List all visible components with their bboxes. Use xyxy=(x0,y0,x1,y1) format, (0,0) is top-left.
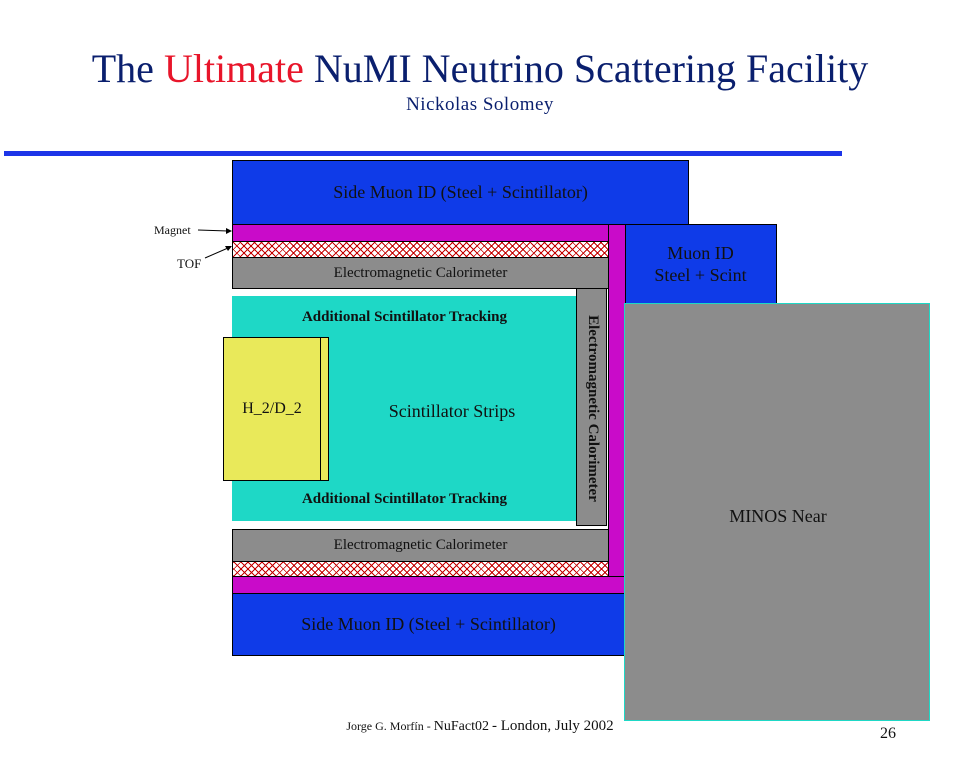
ecal-bottom-label: Electromagnetic Calorimeter xyxy=(333,537,508,553)
magnet-callout-label: Magnet xyxy=(154,223,191,237)
footer-place: - London, July 2002 xyxy=(491,718,614,734)
ecal-bottom: Electromagnetic Calorimeter xyxy=(232,529,609,562)
magnet-callout-arrow xyxy=(197,229,229,232)
tof-callout-label: TOF xyxy=(177,256,202,271)
minos-near-detector: MINOS Near xyxy=(624,303,930,721)
tracking-top-label: Additional Scintillator Tracking xyxy=(301,308,508,325)
side-muon-id-bottom: Side Muon ID (Steel + Scintillator) xyxy=(232,593,625,656)
tracking-bottom-label: Additional Scintillator Tracking xyxy=(301,490,508,507)
footer-event: NuFact02 xyxy=(433,719,489,734)
ecal-top: Electromagnetic Calorimeter xyxy=(232,257,609,289)
scintillator-strips-label: Scintillator Strips xyxy=(388,400,516,421)
page-number: 26 xyxy=(880,725,896,742)
side-muon-id-bottom-label: Side Muon ID (Steel + Scintillator) xyxy=(301,614,556,634)
h2-d2-target-label: H_2/D_2 xyxy=(242,400,302,417)
side-muon-id-top: Side Muon ID (Steel + Scintillator) xyxy=(232,160,689,225)
ecal-vertical: Electromagnetic Calorimeter xyxy=(576,288,607,526)
muon-id-line1: Muon ID xyxy=(667,243,734,263)
minos-near-label: MINOS Near xyxy=(729,505,827,526)
footer-author: Jorge G. Morfín - xyxy=(346,719,431,733)
muon-id-line2: Steel + Scint xyxy=(654,265,747,285)
slide-subtitle: Nickolas Solomey xyxy=(406,94,554,115)
h2-d2-target: H_2/D_2 xyxy=(223,337,321,481)
title-accent: Ultimate xyxy=(163,46,304,91)
title-divider xyxy=(4,151,842,156)
muon-id-block: Muon ID Steel + Scint xyxy=(624,224,777,304)
tof-callout-arrow xyxy=(204,247,229,259)
tof-arrowhead-icon xyxy=(225,246,232,251)
side-muon-id-top-label: Side Muon ID (Steel + Scintillator) xyxy=(333,182,588,202)
slide-title: The Ultimate NuMI Neutrino Scattering Fa… xyxy=(0,44,960,94)
magnet-arrowhead-icon xyxy=(226,228,232,234)
slide-footer: Jorge G. Morfín - NuFact02 - London, Jul… xyxy=(0,718,960,735)
tof-bottom-layer xyxy=(232,561,609,577)
ecal-top-label: Electromagnetic Calorimeter xyxy=(333,264,508,281)
title-part1: The xyxy=(91,46,154,91)
tof-top-layer xyxy=(232,241,609,258)
title-part2: NuMI Neutrino Scattering Facility xyxy=(313,46,869,91)
